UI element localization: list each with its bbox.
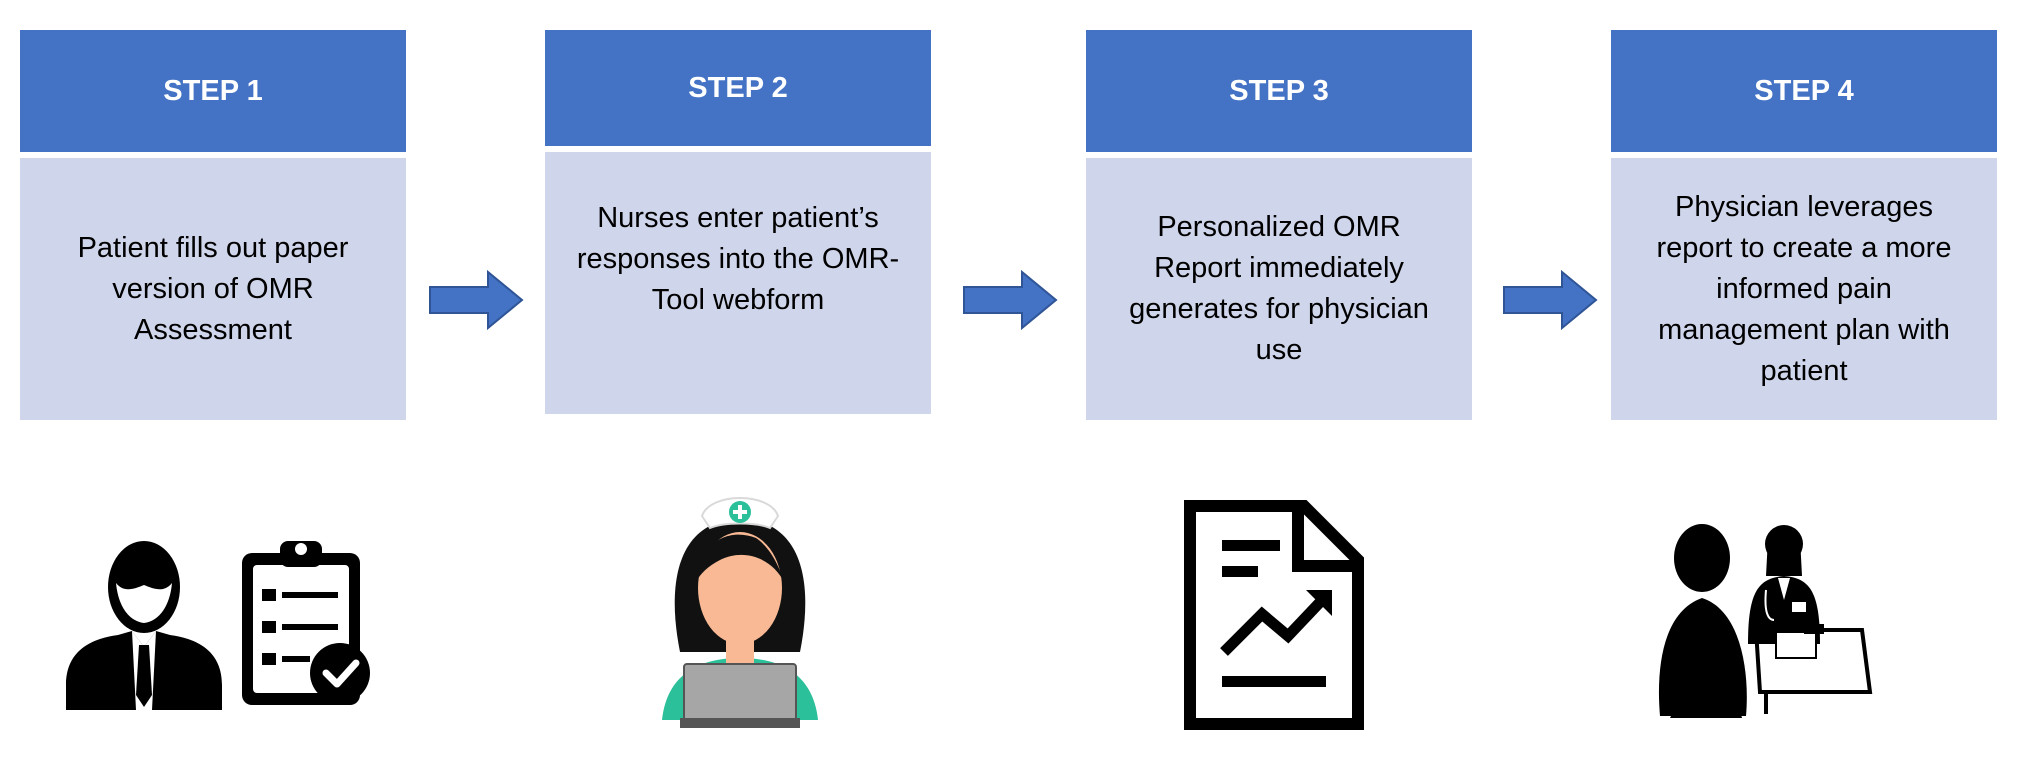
step-2-box: Nurses enter patient’s responses into th… <box>545 152 931 414</box>
step-2-text: Nurses enter patient’s responses into th… <box>576 202 900 316</box>
step-3-box: Personalized OMR Report immediately gene… <box>1086 158 1472 420</box>
physician-patient-icon <box>1658 524 1873 718</box>
step-2-title: STEP 2 <box>688 71 788 104</box>
clipboard-icon <box>242 541 370 705</box>
step-3-title: STEP 3 <box>1229 74 1329 107</box>
step-4-header: STEP 4 <box>1611 30 1997 152</box>
person-icon <box>66 541 222 710</box>
step-4-box: Physician leverages report to create a m… <box>1611 158 1997 420</box>
right-arrow-icon <box>963 270 1058 330</box>
step-2-header: STEP 2 <box>545 30 931 146</box>
step-4-text: Physician leverages report to create a m… <box>1656 190 1952 387</box>
report-chart-icon <box>1184 500 1364 730</box>
step-3-header: STEP 3 <box>1086 30 1472 152</box>
step-1-title: STEP 1 <box>163 74 263 107</box>
nurse-laptop-icon <box>662 497 818 728</box>
step-1-text: Patient fills out paper version of OMR A… <box>77 231 349 346</box>
step-1-header: STEP 1 <box>20 30 406 152</box>
patient-clipboard-icon <box>66 541 370 710</box>
step-4-title: STEP 4 <box>1754 74 1854 107</box>
step-1-box: Patient fills out paper version of OMR A… <box>20 158 406 420</box>
right-arrow-icon <box>429 270 524 330</box>
right-arrow-icon <box>1503 270 1598 330</box>
step-3-text: Personalized OMR Report immediately gene… <box>1129 211 1429 366</box>
